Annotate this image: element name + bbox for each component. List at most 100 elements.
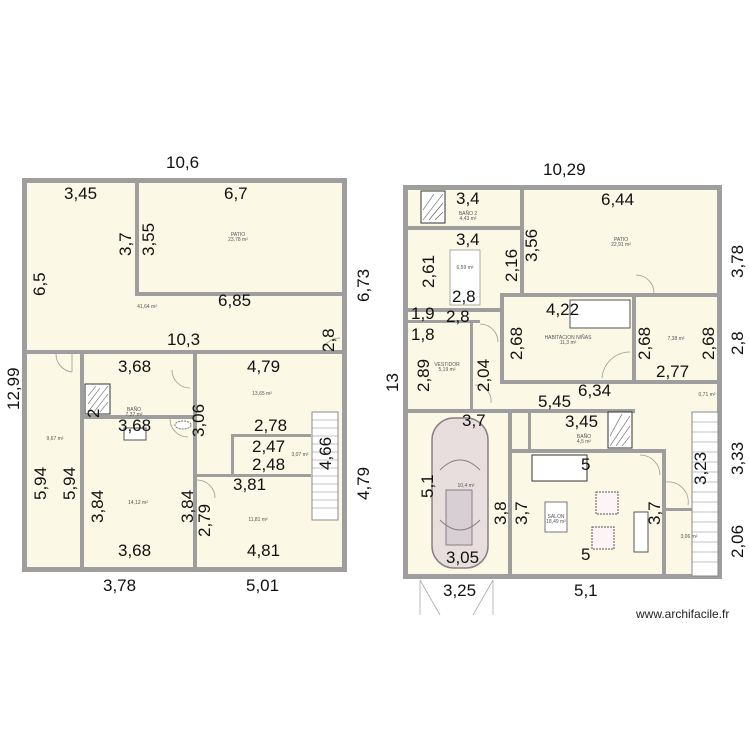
dimension-label: 2,16 <box>502 249 521 282</box>
room-area: 3,06 m² <box>681 534 698 540</box>
dimension-label: 3,25 <box>443 581 476 600</box>
dimension-label: 2,06 <box>728 525 747 558</box>
door-icon[interactable] <box>55 353 73 373</box>
door-icon[interactable] <box>601 351 631 379</box>
room-area: 14,12 m² <box>128 500 148 506</box>
dimension-label: 3,8 <box>491 501 510 525</box>
porch-outline <box>419 579 494 616</box>
door-icon[interactable] <box>474 384 492 404</box>
door-icon[interactable] <box>479 323 499 343</box>
dimension-label: 3,68 <box>118 541 151 560</box>
dimension-label: 13 <box>383 373 402 392</box>
dimension-label: 3,84 <box>178 490 197 523</box>
dimension-label: 4,79 <box>247 357 280 376</box>
toilet-icon <box>174 420 192 430</box>
room-area: 4,5 m² <box>577 439 592 445</box>
dimension-label: 3,55 <box>139 223 158 256</box>
room-name: BAÑO <box>127 406 141 413</box>
dimension-label: 12,99 <box>4 367 23 410</box>
dimension-label: 6,44 <box>601 190 634 209</box>
table-icon <box>544 501 568 533</box>
room-area: 0,71 m² <box>699 392 716 398</box>
dimension-label: 3,7 <box>645 501 664 525</box>
dimension-label: 3,7 <box>512 501 531 525</box>
dimension-label: 3,7 <box>462 411 486 430</box>
room-area: 7,37 m² <box>126 412 143 418</box>
dimension-label: 2,61 <box>419 255 438 288</box>
room-area: 3,07 m² <box>292 452 309 458</box>
room-area: 11,3 m² <box>560 340 577 346</box>
door-icon[interactable] <box>639 454 661 476</box>
dimension-label: 5 <box>581 455 590 474</box>
dimension-label: 3,56 <box>522 229 541 262</box>
door-icon[interactable] <box>635 274 655 294</box>
dimension-label: 2,78 <box>254 416 287 435</box>
dimension-label: 3,4 <box>456 230 480 249</box>
dimension-label: 2,8 <box>452 287 476 306</box>
car-icon <box>431 417 489 569</box>
room-area: 41,64 m² <box>137 304 157 310</box>
dimension-label: 3,7 <box>116 232 135 256</box>
dimension-label: 2,68 <box>507 327 526 360</box>
armchair-icon <box>595 491 619 515</box>
door-icon[interactable] <box>169 418 189 438</box>
dimension-label: 5,45 <box>538 392 571 411</box>
room-name: HABITACION NIÑAS <box>545 334 593 341</box>
dimension-label: 3,23 <box>691 452 710 485</box>
dimension-label: 6,7 <box>224 184 248 203</box>
bed-icon <box>569 299 631 329</box>
room-area: 13,65 m² <box>252 391 272 397</box>
room-area: 5,19 m² <box>439 367 456 373</box>
dimension-label: 5,1 <box>418 474 437 498</box>
dimension-label: 4,22 <box>546 300 579 319</box>
shower-icon <box>420 190 446 224</box>
dimension-label: 3,45 <box>565 412 598 431</box>
dimension-label: 10,29 <box>543 160 586 179</box>
room-name: VESTIDOR <box>434 362 460 368</box>
watermark: www.archifacile.fr <box>635 607 729 621</box>
dimension-label: 3,78 <box>728 245 747 278</box>
dimension-label: 2,77 <box>656 362 689 381</box>
dimension-label: 3,68 <box>118 357 151 376</box>
bed-icon <box>449 249 481 306</box>
dimension-label: 6,34 <box>578 381 611 400</box>
dimension-label: 4,81 <box>247 541 280 560</box>
dimension-label: 2,47 <box>252 437 285 456</box>
shower-icon <box>607 411 633 449</box>
dimension-label: 2,79 <box>195 504 214 537</box>
room-name: SALON <box>548 514 565 520</box>
room-name: BAÑO <box>577 433 591 440</box>
dimension-label: 10,6 <box>166 153 199 172</box>
room-area: 6,59 m² <box>457 265 474 271</box>
dimension-label: 1,9 <box>411 304 435 323</box>
door-icon[interactable] <box>196 479 216 499</box>
dimension-label: 2,04 <box>474 359 493 392</box>
room-area: 9,67 m² <box>47 436 64 442</box>
dimension-label: 3,4 <box>456 189 480 208</box>
dimension-label: 4,66 <box>316 437 335 470</box>
door-icon[interactable] <box>665 481 689 506</box>
dimension-label: 3,78 <box>103 576 136 595</box>
dimension-label: 5,1 <box>574 581 598 600</box>
room-name: PATIO <box>614 237 628 243</box>
dimension-label: 5,94 <box>31 467 50 500</box>
room-name: PATIO <box>231 232 245 238</box>
dimension-label: 6,73 <box>354 269 373 302</box>
dimension-label: 2,8 <box>446 307 470 326</box>
door-icon[interactable] <box>321 337 341 353</box>
door-icon[interactable] <box>171 369 191 389</box>
dimension-label: 5,94 <box>60 467 79 500</box>
dimension-label: 2,8 <box>319 328 338 352</box>
dimension-label: 3,05 <box>446 548 479 567</box>
dimension-label: 3,06 <box>189 404 208 437</box>
dimension-label: 4,79 <box>354 467 373 500</box>
dimension-label: 1,8 <box>411 325 435 344</box>
dimension-label: 10,3 <box>167 330 200 349</box>
sofa-icon <box>531 454 588 482</box>
room-name: BAÑO 2 <box>459 210 478 217</box>
right-plan: BAÑO 2 4,43 m² PATIO 22,91 m² 6,59 m² HA… <box>383 160 747 616</box>
dimension-label: 3,33 <box>728 442 747 475</box>
room-area: 4,43 m² <box>460 216 477 222</box>
dimension-label: 2,89 <box>414 359 433 392</box>
